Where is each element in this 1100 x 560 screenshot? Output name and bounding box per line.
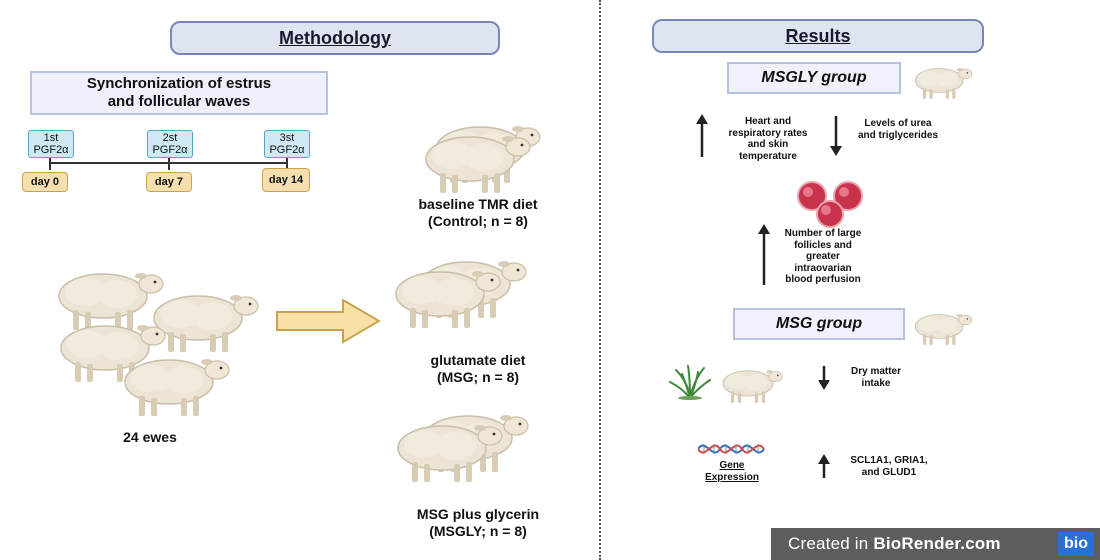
pgf-box-3-line2: PGF2α <box>269 144 305 156</box>
grazing-sheep-icon <box>722 369 783 404</box>
msgly-result-label: MSGLY group <box>761 69 867 86</box>
dna-icon <box>698 444 765 454</box>
urea-line2: and triglycerides <box>857 129 939 141</box>
biorender-logo-icon: bio <box>1058 532 1094 556</box>
sync-title-line2: and follicular waves <box>107 93 251 110</box>
msg-result-label: MSG group <box>775 315 863 332</box>
msg-group-label: glutamate diet (MSG; n = 8) <box>398 352 558 386</box>
day-badge-0: day 0 <box>22 172 68 192</box>
vital-signs-line3: and skin <box>747 139 789 150</box>
gene-expression-label: Gene Expression <box>688 460 776 483</box>
sync-title-box: Synchronization of estrus and follicular… <box>30 71 328 115</box>
pgf-box-1-line2: PGF2α <box>33 144 69 156</box>
increase-arrow-icon <box>818 454 830 478</box>
pgf-box-3: 3st PGF2α <box>264 130 310 158</box>
results-header: Results <box>652 19 984 53</box>
pgf-box-1-line1: 1st <box>43 132 59 144</box>
timeline-tick <box>286 156 288 170</box>
msgly-sheep-icon <box>914 67 973 100</box>
msg-result-box: MSG group <box>733 308 905 340</box>
increase-arrow-icon <box>696 114 708 157</box>
follicles-text: Number of large follicles and greater in… <box>772 228 874 286</box>
gene-label-line1: Gene <box>719 460 745 471</box>
ewes-flock-illustration <box>58 272 259 417</box>
follicles-line2: follicles and <box>794 239 852 251</box>
sync-title-line1: Synchronization of estrus <box>86 75 272 92</box>
pgf-box-1: 1st PGF2α <box>28 130 74 158</box>
urea-line1: Levels of urea <box>864 118 932 129</box>
dry-matter-line2: intake <box>861 377 891 389</box>
follicles-icon <box>797 181 863 228</box>
msgly-group-line1: MSG plus glycerin <box>416 506 540 522</box>
genes-line1: SCL1A1, GRIA1, <box>850 455 928 466</box>
dry-matter-line1: Dry matter <box>850 366 902 377</box>
biorender-text: Created in BioRender.com <box>788 534 1001 554</box>
created-in-label: Created in <box>788 534 869 553</box>
vital-signs-text: Heart and respiratory rates and skin tem… <box>708 116 828 162</box>
genes-line2: and GLUD1 <box>861 466 917 478</box>
msg-group-line2: (MSG; n = 8) <box>436 369 520 385</box>
pgf-box-2: 2st PGF2α <box>147 130 193 158</box>
pgf-box-2-line2: PGF2α <box>152 144 188 156</box>
vital-signs-line1: Heart and <box>744 116 792 127</box>
follicles-line5: blood perfusion <box>785 274 861 285</box>
biorender-brand: BioRender.com <box>873 534 1001 553</box>
results-header-label: Results <box>785 25 851 46</box>
decrease-arrow-icon <box>818 366 830 390</box>
control-group-sheep-illustration <box>425 125 541 194</box>
biorender-badge[interactable]: Created in BioRender.com bio <box>771 528 1100 560</box>
follicles-line4: intraovarian <box>794 262 852 274</box>
msg-group-sheep-illustration <box>395 260 527 329</box>
methodology-header-label: Methodology <box>279 27 391 48</box>
msg-sheep-icon <box>914 313 973 346</box>
methodology-header: Methodology <box>170 21 500 55</box>
timeline-tick <box>168 156 170 170</box>
ewes-label: 24 ewes <box>123 429 177 445</box>
pgf-box-3-line1: 3st <box>279 132 295 144</box>
control-group-line2: (Control; n = 8) <box>428 213 528 229</box>
msgly-group-line2: (MSGLY; n = 8) <box>429 523 527 539</box>
vital-signs-line4: temperature <box>739 150 797 162</box>
decrease-arrow-icon <box>830 116 842 156</box>
msgly-group-label: MSG plus glycerin (MSGLY; n = 8) <box>388 506 568 540</box>
grass-icon <box>669 365 711 400</box>
control-group-label: baseline TMR diet (Control; n = 8) <box>398 196 558 230</box>
increase-arrow-icon <box>758 224 770 285</box>
timeline-tick <box>49 156 51 170</box>
day-badge-14: day 14 <box>262 168 310 192</box>
msg-group-line1: glutamate diet <box>430 352 526 368</box>
follicles-line1: Number of large <box>784 228 862 239</box>
day-badge-7: day 7 <box>146 172 192 192</box>
genes-text: SCL1A1, GRIA1, and GLUD1 <box>834 455 944 478</box>
pgf-box-2-line1: 2st <box>162 132 178 144</box>
vital-signs-line2: respiratory rates <box>728 127 808 139</box>
gene-label-line2: Expression <box>705 471 759 483</box>
dry-matter-text: Dry matter intake <box>834 366 918 389</box>
section-divider <box>599 0 601 560</box>
flow-arrow-icon <box>276 298 381 344</box>
urea-text: Levels of urea and triglycerides <box>842 118 954 141</box>
msgly-group-sheep-illustration <box>397 414 529 483</box>
follicles-line3: greater <box>806 251 840 262</box>
control-group-line1: baseline TMR diet <box>418 196 538 212</box>
msgly-result-box: MSGLY group <box>727 62 901 94</box>
